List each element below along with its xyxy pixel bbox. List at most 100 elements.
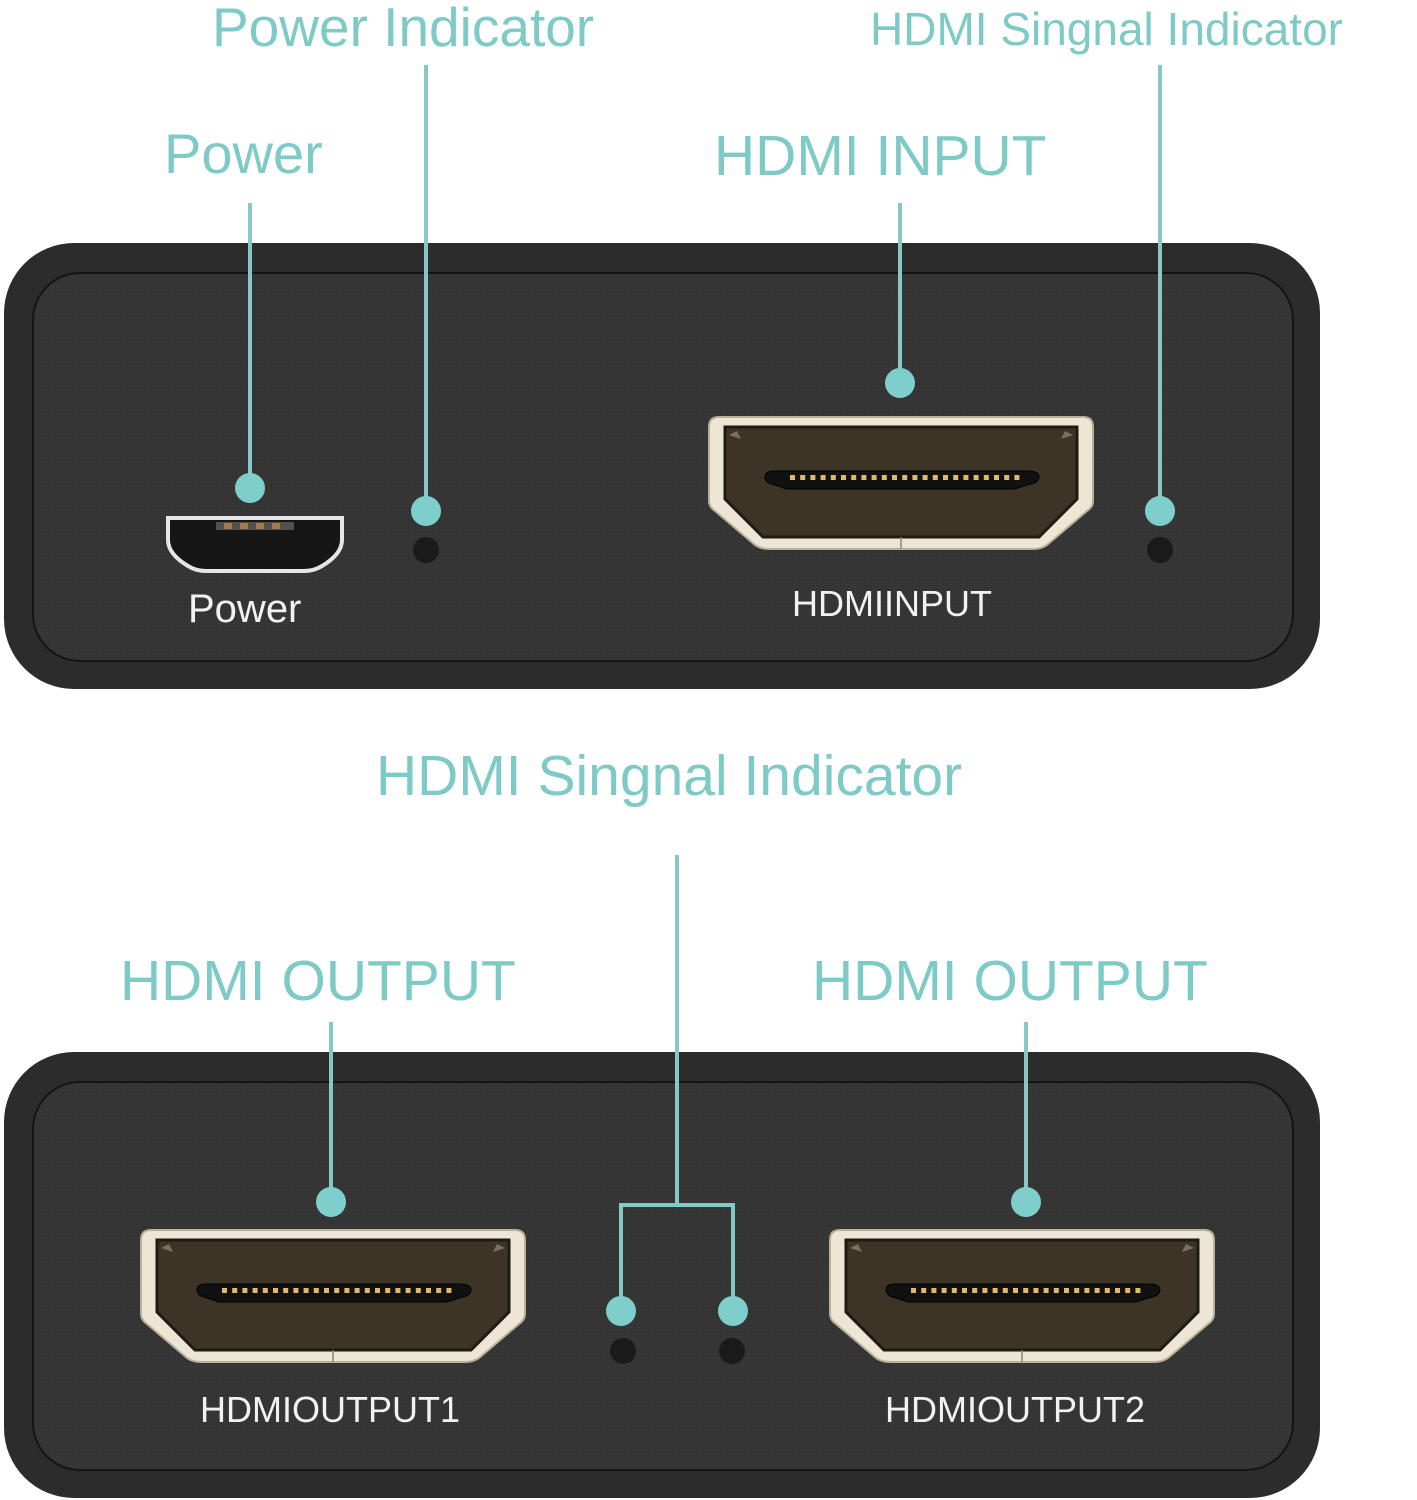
- hdmi-pin: [820, 475, 826, 480]
- hdmi-pin: [344, 1288, 350, 1293]
- hdmi-pin: [436, 1288, 442, 1293]
- leader-line-hdmi-signal-bottom-stem: [675, 855, 679, 1207]
- hdmi-pin: [911, 1288, 916, 1293]
- leader-line-power: [248, 203, 252, 489]
- hdmi-output-1-port: [140, 1229, 526, 1363]
- hdmi-pin: [953, 475, 959, 480]
- hdmi-input-port-label: HDMIINPUT: [792, 583, 992, 624]
- hdmi-pin: [232, 1288, 238, 1293]
- hdmi-pin: [841, 475, 846, 480]
- callout-hdmi-signal-indicator-bottom: HDMI Singnal Indicator: [376, 744, 963, 808]
- callout-hdmi-output-2: HDMI OUTPUT: [812, 949, 1208, 1013]
- leader-dot-hdmi-signal-bottom-right: [718, 1296, 748, 1326]
- hdmi-pin: [851, 475, 857, 480]
- leader-line-hdmi-output-2: [1024, 1022, 1028, 1202]
- power-indicator-led: [413, 537, 439, 563]
- hdmi-pin: [303, 1288, 309, 1293]
- hdmi-pin: [1014, 475, 1020, 480]
- leader-dot-hdmi-output-2: [1011, 1187, 1041, 1217]
- hdmi-pin: [1064, 1288, 1069, 1293]
- hdmi-pin: [902, 475, 908, 480]
- leader-line-hdmi-signal-bottom-bar: [619, 1203, 735, 1207]
- hdmi-pin: [415, 1288, 421, 1293]
- hdmi-pin: [1104, 1288, 1110, 1293]
- hdmi-pin: [262, 1288, 268, 1293]
- callout-hdmi-input: HDMI INPUT: [714, 124, 1047, 188]
- leader-dot-hdmi-signal-indicator-top: [1145, 496, 1175, 526]
- hdmi-output-2-port: [829, 1229, 1215, 1363]
- hdmi-pin: [1115, 1288, 1120, 1293]
- hdmi-pin: [912, 475, 918, 480]
- hdmi-pin: [951, 1288, 957, 1293]
- hdmi-output-2-signal-led: [719, 1338, 745, 1364]
- callout-power: Power: [164, 122, 323, 185]
- hdmi-pin: [963, 475, 969, 480]
- hdmi-pin: [962, 1288, 967, 1293]
- leader-line-power-indicator: [424, 65, 428, 511]
- leader-dot-power: [235, 473, 265, 503]
- hdmi-pin: [273, 1288, 278, 1293]
- hdmi-pin: [375, 1288, 380, 1293]
- hdmi-output-2-port-label: HDMIOUTPUT2: [885, 1389, 1145, 1430]
- hdmi-latch-right: [1182, 1244, 1194, 1252]
- hdmi-pin: [931, 1288, 937, 1293]
- hdmi-latch-left: [729, 431, 741, 439]
- hdmi-pin: [1023, 1288, 1029, 1293]
- hdmi-pin: [992, 1288, 998, 1293]
- hdmi-pin: [1053, 1288, 1059, 1293]
- hdmi-pin: [994, 475, 999, 480]
- hdmi-pin: [881, 475, 887, 480]
- hdmi-pin: [921, 1288, 927, 1293]
- hdmi-input-port: [708, 416, 1094, 550]
- hdmi-pin: [973, 475, 979, 480]
- hdmi-pin: [293, 1288, 299, 1293]
- hdmi-pin: [354, 1288, 360, 1293]
- hdmi-pin: [222, 1288, 227, 1293]
- hdmi-pin: [972, 1288, 978, 1293]
- hdmi-pin: [1074, 1288, 1080, 1293]
- leader-line-hdmi-signal-bottom-right: [731, 1203, 735, 1309]
- hdmi-pin: [861, 475, 867, 480]
- power-port-label: Power: [188, 587, 302, 631]
- hdmi-pin: [1004, 475, 1010, 480]
- hdmi-pin: [1043, 1288, 1049, 1293]
- leader-dot-power-indicator: [411, 496, 441, 526]
- hdmi-pin: [313, 1288, 319, 1293]
- hdmi-latch-right: [493, 1244, 505, 1252]
- callout-power-indicator: Power Indicator: [212, 0, 595, 58]
- hdmi-pin: [395, 1288, 401, 1293]
- hdmi-pin: [922, 475, 928, 480]
- hdmi-pin: [932, 475, 938, 480]
- callout-hdmi-output-1: HDMI OUTPUT: [120, 949, 516, 1013]
- hdmi-pin: [242, 1288, 248, 1293]
- callout-hdmi-signal-indicator-top: HDMI Singnal Indicator: [870, 3, 1343, 55]
- leader-dot-hdmi-signal-bottom-left: [606, 1296, 636, 1326]
- hdmi-pin: [1125, 1288, 1131, 1293]
- leader-line-hdmi-signal-indicator-top: [1158, 65, 1162, 511]
- micro-usb-power-port: [166, 516, 344, 573]
- hdmi-pin: [283, 1288, 289, 1293]
- hdmi-latch-left: [850, 1244, 862, 1252]
- hdmi-pin: [1084, 1288, 1090, 1293]
- hdmi-pin: [871, 475, 877, 480]
- hdmi-pin: [364, 1288, 370, 1293]
- hdmi-pin: [790, 475, 795, 480]
- hdmi-latch-left: [161, 1244, 173, 1252]
- hdmi-pin: [1013, 1288, 1018, 1293]
- leader-line-hdmi-signal-bottom-left: [619, 1203, 623, 1309]
- hdmi-pin: [1002, 1288, 1008, 1293]
- leader-dot-hdmi-output-1: [316, 1187, 346, 1217]
- leader-dot-hdmi-input: [885, 368, 915, 398]
- hdmi-input-signal-led: [1147, 537, 1173, 563]
- hdmi-pin: [334, 1288, 340, 1293]
- hdmi-pin: [405, 1288, 411, 1293]
- hdmi-pin: [1033, 1288, 1039, 1293]
- hdmi-pin: [446, 1288, 452, 1293]
- hdmi-pin: [983, 475, 989, 480]
- hdmi-pin: [1135, 1288, 1141, 1293]
- hdmi-pin: [385, 1288, 391, 1293]
- hdmi-output-1-port-label: HDMIOUTPUT1: [200, 1389, 460, 1430]
- leader-line-hdmi-output-1: [329, 1022, 333, 1202]
- hdmi-pin: [941, 1288, 947, 1293]
- hdmi-pin: [943, 475, 948, 480]
